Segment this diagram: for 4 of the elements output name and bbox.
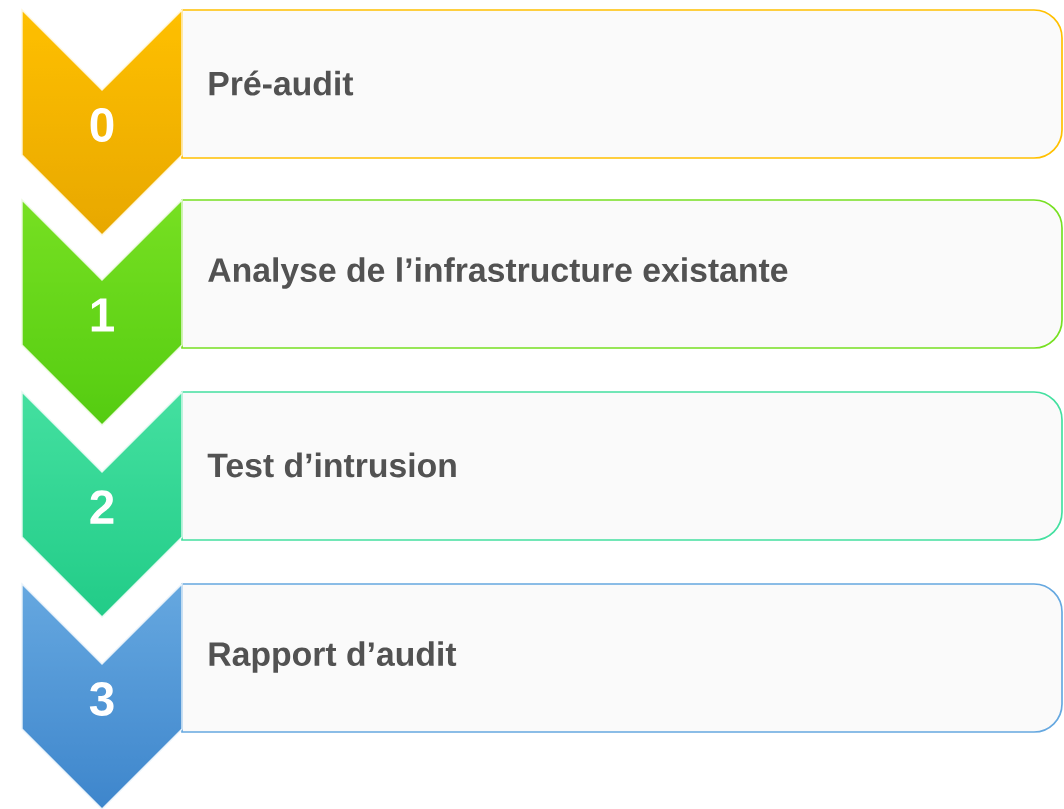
step-box: Pré-audit bbox=[181, 9, 1063, 159]
step-box: Test d’intrusion bbox=[181, 391, 1063, 541]
step-box: Rapport d’audit bbox=[181, 583, 1063, 733]
step-box: Analyse de l’infrastructure existante bbox=[181, 199, 1063, 349]
